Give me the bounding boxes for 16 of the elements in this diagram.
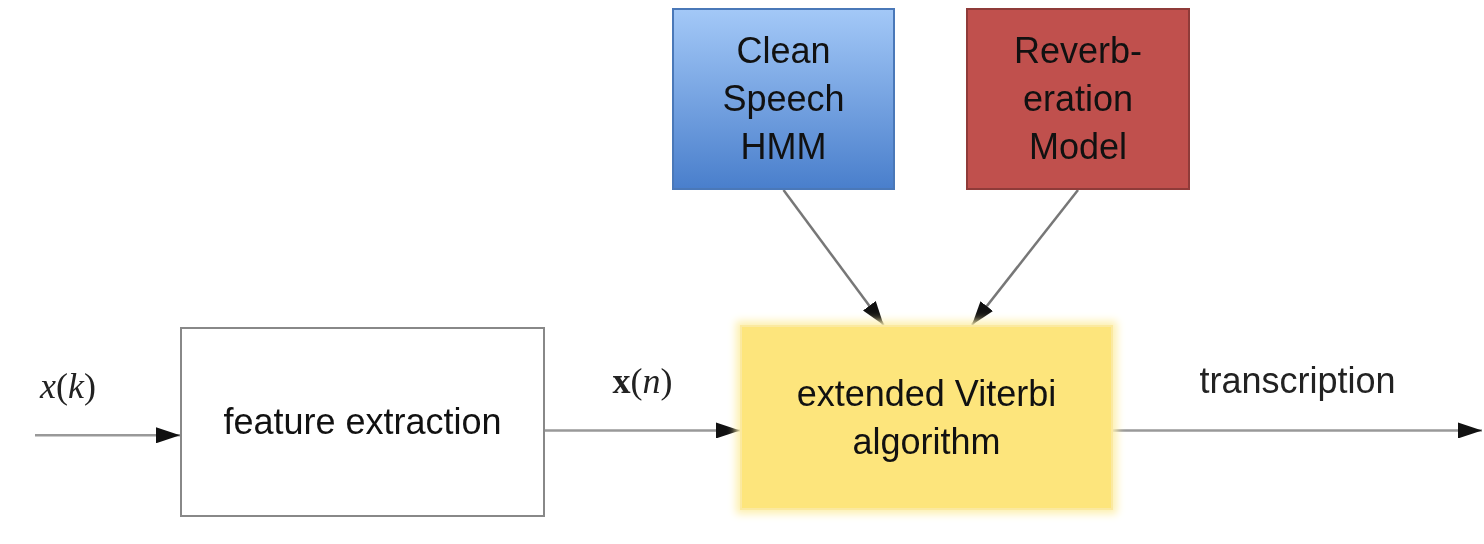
signal-label: x(n) — [612, 360, 673, 403]
signal-label: x(k) — [40, 365, 96, 408]
model-box — [672, 8, 895, 190]
node-label: feature extraction — [223, 400, 502, 444]
arrow — [545, 422, 740, 439]
arrow — [970, 189, 1079, 326]
process-box — [180, 327, 545, 517]
arrow — [1113, 422, 1482, 439]
node-label: extended Viterbi algorithm — [796, 371, 1057, 464]
node-label: Clean Speech HMM — [721, 29, 846, 169]
arrow — [35, 427, 180, 444]
edge-label: transcription — [1199, 360, 1396, 403]
model-box — [966, 8, 1190, 190]
arrow — [782, 189, 885, 326]
node-label: Reverb- eration Model — [1012, 29, 1143, 169]
algorithm-box — [740, 325, 1113, 510]
